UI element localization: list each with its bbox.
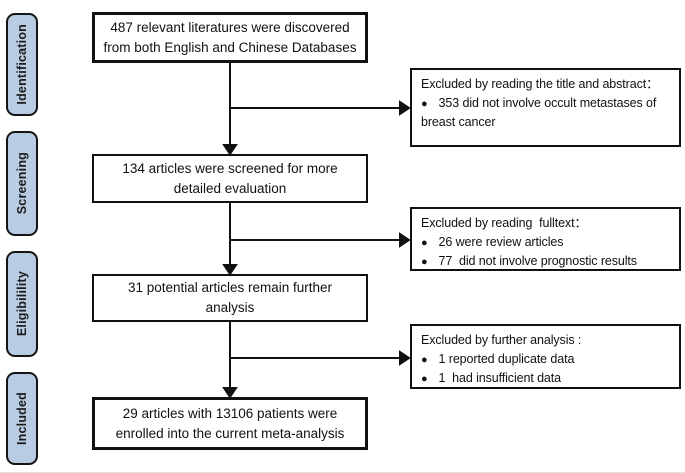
exclusion-item: ●1 reported duplicate data xyxy=(421,351,575,366)
stage-screening: Screening xyxy=(6,131,38,236)
stage-label: Screening xyxy=(15,152,29,215)
stage-label: Eligibilility xyxy=(15,271,29,337)
flow-box-text: 487 relevant literatures were discovered… xyxy=(103,19,357,55)
stage-identification: Identification xyxy=(6,13,38,116)
bullet-icon: ● xyxy=(421,372,428,385)
exclusion-box-fulltext: Excluded by reading fulltext： ●26 were r… xyxy=(410,207,681,271)
bullet-icon: ● xyxy=(421,255,428,268)
exclusion-item: ●77 did not involve prognostic results xyxy=(421,253,637,268)
flow-box-text: 31 potential articles remain further ana… xyxy=(127,280,333,315)
arrowhead-down-icon xyxy=(222,264,238,276)
arrowhead-right-icon xyxy=(399,100,411,116)
exclusion-item: ●1 had insufficient data xyxy=(421,370,562,385)
bullet-icon: ● xyxy=(421,97,428,110)
flow-box-text: 29 articles with 13106 patients were enr… xyxy=(115,405,345,441)
arrowhead-down-icon xyxy=(222,387,238,399)
exclusion-item: ●26 were review articles xyxy=(421,234,564,249)
flow-box-discovered: 487 relevant literatures were discovered… xyxy=(92,12,368,63)
exclusion-box-title-abstract: Excluded by reading the title and abstra… xyxy=(410,68,681,147)
stage-label: Identification xyxy=(15,24,29,105)
exclusion-header: Excluded by reading the title and abstra… xyxy=(421,77,659,91)
arrowhead-right-icon xyxy=(399,350,411,366)
stage-included: Included xyxy=(6,372,38,465)
exclusion-header: Excluded by further analysis : xyxy=(421,333,582,347)
flow-box-screened: 134 articles were screened for more deta… xyxy=(92,154,368,203)
stage-label: Included xyxy=(15,392,29,445)
exclusion-item: ●353 did not involve occult metastases o… xyxy=(421,95,660,129)
bullet-icon: ● xyxy=(421,236,428,249)
arrowhead-right-icon xyxy=(399,232,411,248)
exclusion-header: Excluded by reading fulltext： xyxy=(421,216,587,230)
stage-eligibility: Eligibilility xyxy=(6,251,38,357)
arrowhead-down-icon xyxy=(222,144,238,156)
flow-box-potential: 31 potential articles remain further ana… xyxy=(92,274,368,322)
bullet-icon: ● xyxy=(421,353,428,366)
exclusion-box-further-analysis: Excluded by further analysis : ●1 report… xyxy=(410,324,681,389)
flow-box-text: 134 articles were screened for more deta… xyxy=(122,160,338,196)
flow-box-enrolled: 29 articles with 13106 patients were enr… xyxy=(92,397,368,450)
